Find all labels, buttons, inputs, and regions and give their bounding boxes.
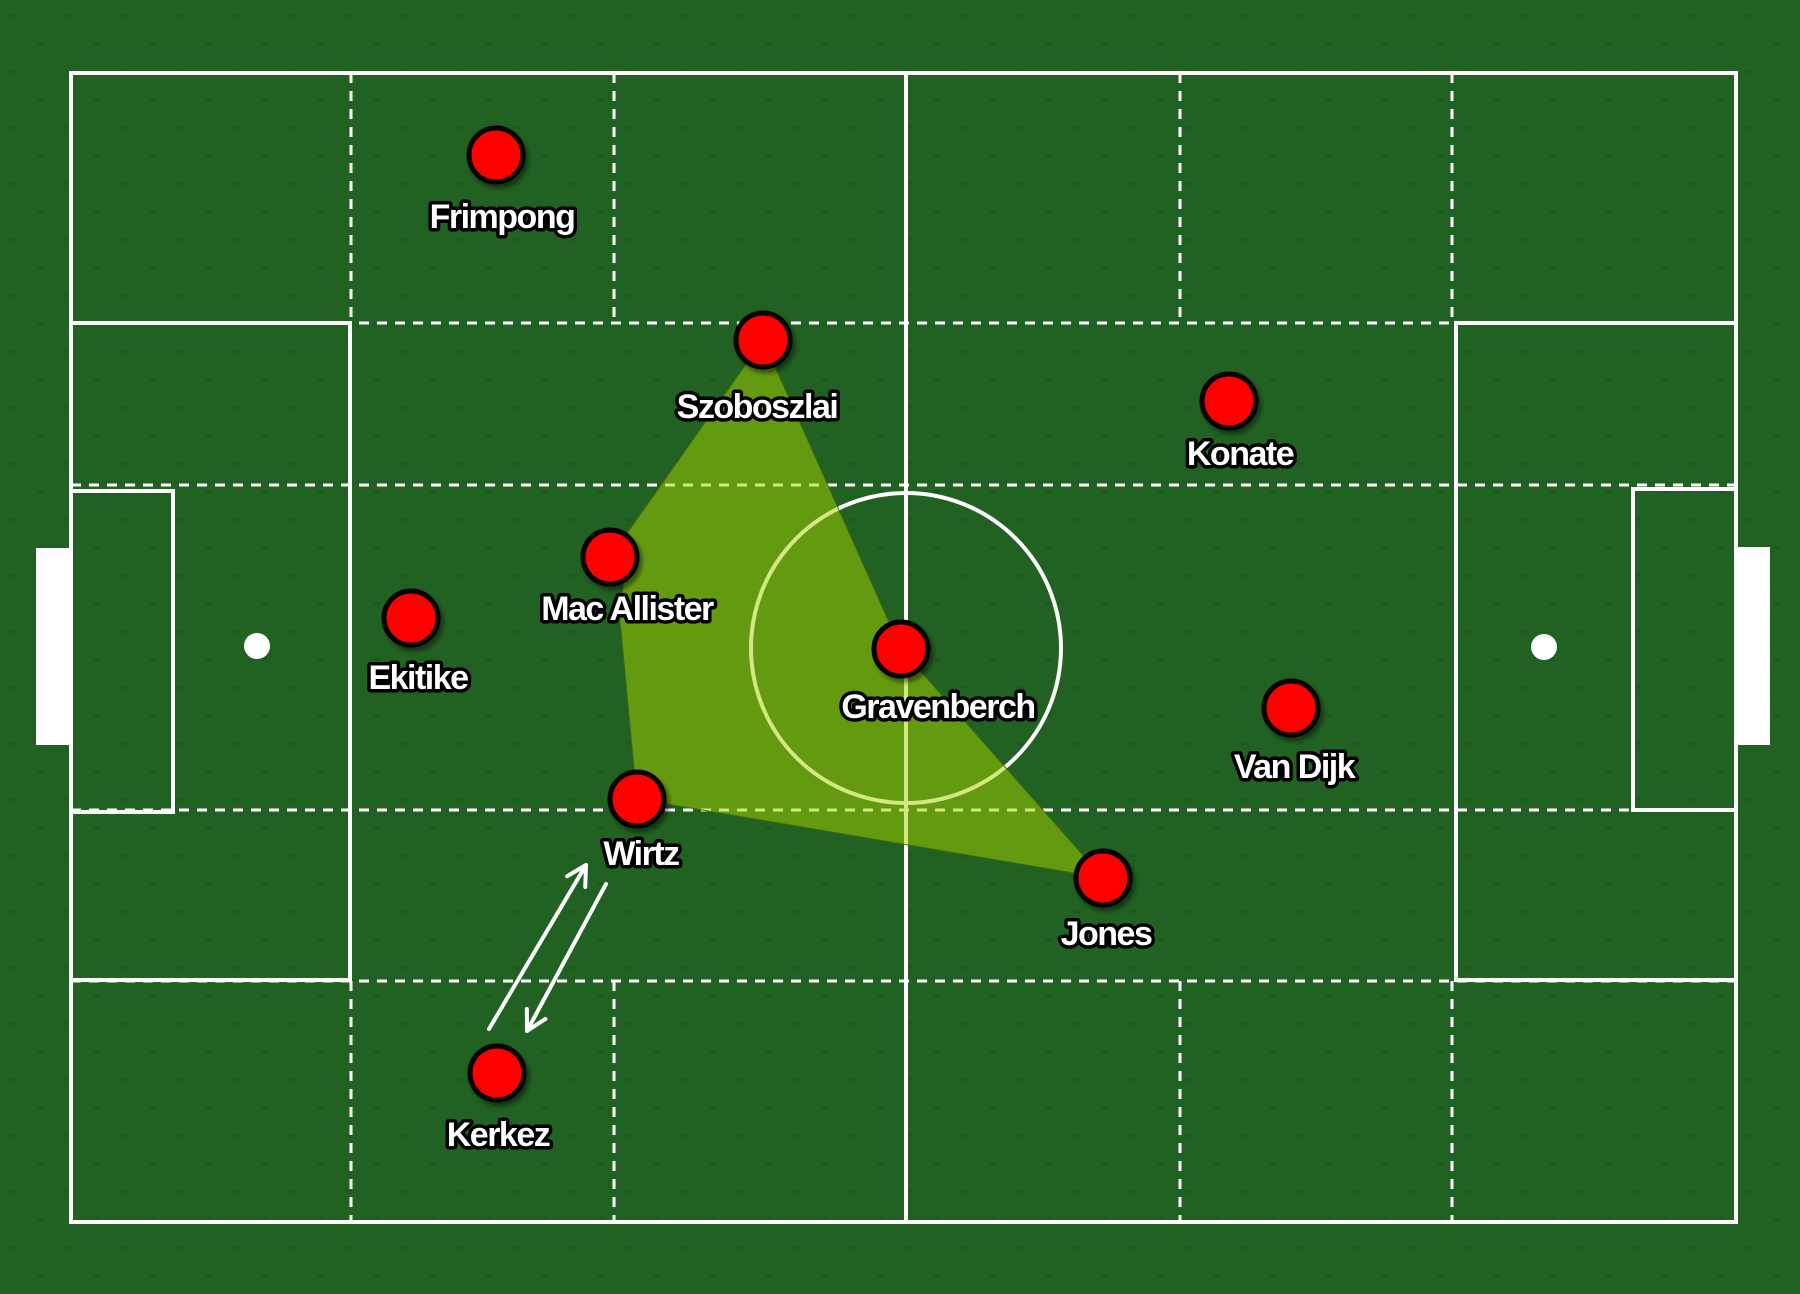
player-name-label: Konate	[1187, 435, 1294, 473]
player-dot-icon[interactable]	[1261, 678, 1321, 738]
player-name-label: Mac Allister	[541, 590, 714, 628]
player-name-label: Gravenberch	[841, 688, 1034, 726]
left-goal	[36, 548, 71, 745]
player-marker[interactable]: Ekitike	[365, 588, 473, 701]
player-marker[interactable]: Mac Allister	[538, 527, 719, 632]
player-marker[interactable]: Van Dijk	[1230, 678, 1361, 790]
player-name-label: Ekitike	[368, 659, 468, 697]
goals	[36, 547, 1770, 745]
player-dot-icon[interactable]	[467, 1043, 527, 1103]
player-marker[interactable]: Jones	[1057, 848, 1157, 957]
player-dot-icon[interactable]	[466, 125, 526, 185]
player-marker[interactable]: Konate	[1183, 371, 1299, 477]
player-marker[interactable]: Kerkez	[443, 1043, 555, 1158]
player-marker[interactable]: Frimpong	[426, 125, 579, 240]
player-name-label: Jones	[1061, 915, 1152, 953]
movement-arrow-icon	[487, 863, 588, 1031]
right-penalty-spot	[1531, 634, 1557, 660]
player-dot-icon[interactable]	[871, 619, 931, 679]
player-name-label: Kerkez	[447, 1116, 550, 1154]
left-penalty-spot	[244, 633, 270, 659]
player-marker[interactable]: Wirtz	[600, 769, 684, 877]
player-name-label: Van Dijk	[1234, 748, 1356, 786]
player-dot-icon[interactable]	[580, 527, 640, 587]
player-dot-icon[interactable]	[1073, 848, 1133, 908]
movement-arrows	[487, 863, 608, 1033]
player-name-label: Wirtz	[603, 835, 679, 873]
player-name-label: Frimpong	[430, 198, 575, 236]
player-marker[interactable]: Gravenberch	[838, 619, 1040, 730]
player-dot-icon[interactable]	[733, 310, 793, 370]
player-dot-icon[interactable]	[1199, 371, 1259, 431]
movement-arrow-icon	[524, 882, 608, 1033]
player-name-label: Szoboszlai	[677, 388, 838, 426]
player-dot-icon[interactable]	[607, 769, 667, 829]
player-marker[interactable]: Szoboszlai	[673, 310, 842, 430]
player-dot-icon[interactable]	[381, 588, 441, 648]
right-goal	[1736, 547, 1770, 745]
